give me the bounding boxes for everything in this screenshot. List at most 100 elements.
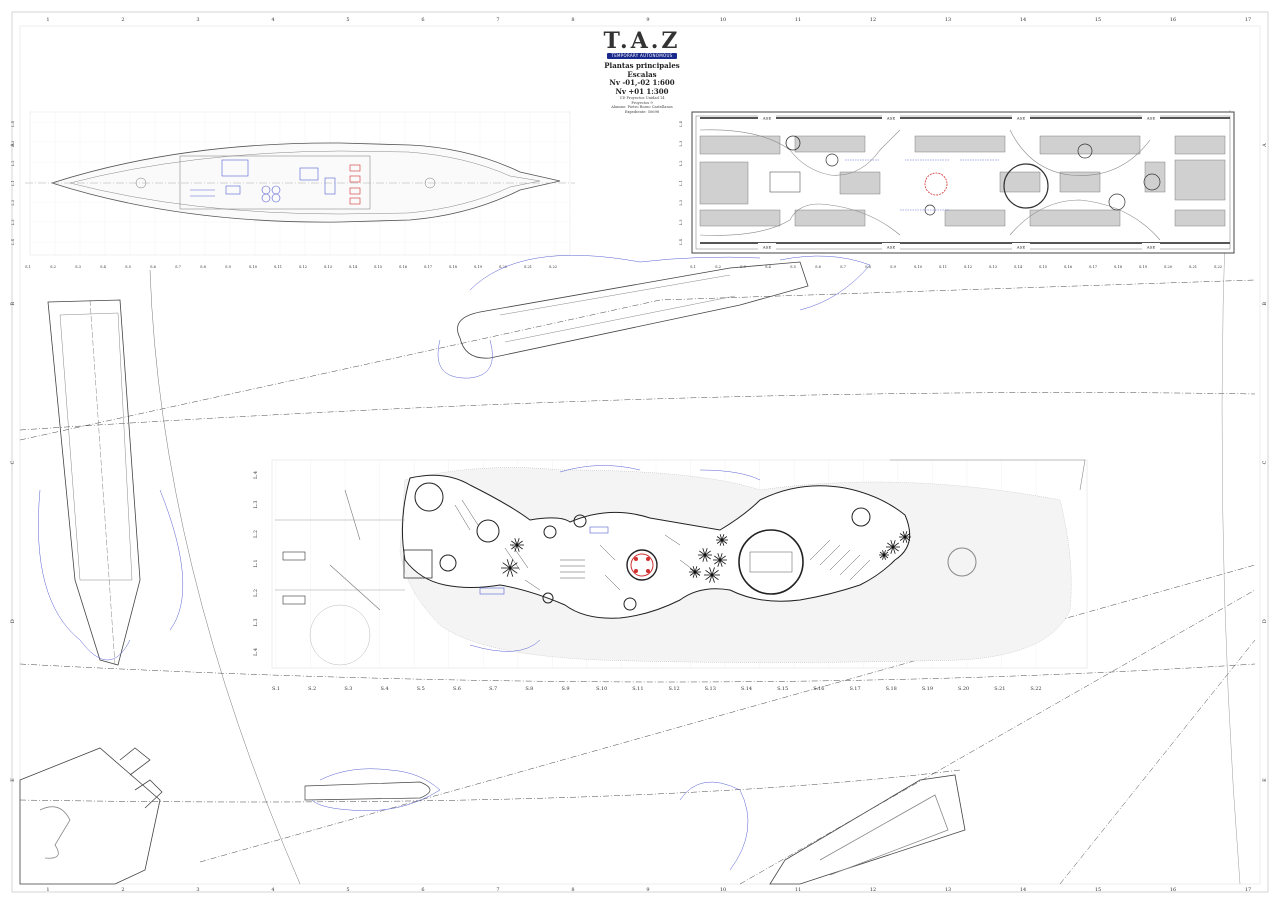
level-label-5: L.3 <box>253 618 259 626</box>
level-labels: L.4L.3L.2L.1L.2L.3L.4 <box>11 120 15 245</box>
grid-row-right-C: C <box>1262 460 1268 464</box>
note-2: Proyectos 9 <box>631 100 653 105</box>
section-label-S-7: S.7 <box>840 265 846 269</box>
deck-block <box>699 161 749 205</box>
deck-tag-1: ASE <box>886 116 896 121</box>
section-label-S-10: S.10 <box>249 265 258 269</box>
grid-col-top-9: 9 <box>646 17 649 23</box>
section-label-S-6: S.6 <box>453 686 461 692</box>
note-3: Alumno: Pietro Russo Castellanos <box>611 105 673 110</box>
bench <box>599 544 616 561</box>
deck-block <box>794 209 866 227</box>
section-label-S-16: S.16 <box>399 265 408 269</box>
deck-block <box>1039 135 1141 155</box>
grid-col-bottom-4: 4 <box>271 887 274 893</box>
deck-tag-6: ASE <box>1016 245 1026 250</box>
level-label-3: L.1 <box>679 180 683 186</box>
bench <box>461 499 479 526</box>
grid-col-top-2: 2 <box>121 17 124 23</box>
grid-col-bottom-13: 13 <box>945 887 951 893</box>
section-label-S-9: S.9 <box>225 265 231 269</box>
level-label-4: L.2 <box>253 589 259 597</box>
deck-block <box>999 171 1041 193</box>
section-label-S-14: S.14 <box>349 265 358 269</box>
grid-col-top-8: 8 <box>571 17 574 23</box>
boat-bottom-center <box>304 768 441 812</box>
level-label-3: L.1 <box>253 559 259 567</box>
grid-col-top-10: 10 <box>720 17 726 23</box>
section-label-S-12: S.12 <box>668 686 679 692</box>
section-label-S-21: S.21 <box>994 686 1005 692</box>
section-label-S-13: S.13 <box>705 686 716 692</box>
hull-bottom-right <box>679 774 966 885</box>
deck-tag-bg <box>882 114 900 121</box>
grid-row-left-A: A <box>10 143 16 148</box>
grid-col-top-1: 1 <box>46 17 49 23</box>
grid-col-bottom-6: 6 <box>421 887 424 893</box>
deck-block <box>1174 159 1226 201</box>
deck-tag-bg <box>758 114 776 121</box>
grid-col-top-5: 5 <box>346 17 349 23</box>
section-label-S-15: S.15 <box>374 265 383 269</box>
deck-tag-bg <box>882 243 900 250</box>
level-label-2: L.2 <box>11 160 15 166</box>
grid-col-bottom-17: 17 <box>1245 887 1251 893</box>
grid-col-bottom-3: 3 <box>196 887 199 893</box>
island-deck-outline <box>401 474 911 619</box>
note-1: UD Proyectos Unidad 14 <box>619 96 665 100</box>
section-label-S-16: S.16 <box>1064 265 1073 269</box>
hull-perspective-upper <box>437 255 871 379</box>
section-label-S-5: S.5 <box>125 265 131 269</box>
palm-icon <box>713 553 727 567</box>
section-label-S-18: S.18 <box>449 265 458 269</box>
section-label-S-18: S.18 <box>886 686 897 692</box>
section-label-S-13: S.13 <box>324 265 333 269</box>
bench <box>839 554 861 576</box>
section-label-S-17: S.17 <box>424 265 433 269</box>
section-label-S-22: S.22 <box>1030 686 1041 692</box>
section-label-S-11: S.11 <box>632 686 643 692</box>
level-label-0: L.4 <box>679 120 683 127</box>
section-label-S-5: S.5 <box>417 686 425 692</box>
grid-col-top-4: 4 <box>271 17 274 23</box>
grid-col-top-6: 6 <box>421 17 424 23</box>
level-label-2: L.2 <box>679 160 683 166</box>
bench <box>504 547 521 571</box>
section-label-S-11: S.11 <box>274 265 282 269</box>
section-label-S-19: S.19 <box>1139 265 1148 269</box>
section-label-S-3: S.3 <box>75 265 81 269</box>
palm-icon <box>689 566 701 578</box>
hull-vertical-left <box>38 299 184 666</box>
level-label-4: L.2 <box>11 200 15 206</box>
section-label-S-7: S.7 <box>489 686 497 692</box>
grid-col-top-13: 13 <box>945 17 951 23</box>
grid-col-top-15: 15 <box>1095 17 1101 23</box>
section-label-S-21: S.21 <box>524 265 532 269</box>
section-label-S-15: S.15 <box>777 686 788 692</box>
grid-col-bottom-2: 2 <box>121 887 124 893</box>
grid-col-bottom-12: 12 <box>870 887 876 893</box>
deck-block <box>1174 209 1226 227</box>
deck-block <box>699 209 781 227</box>
deck-block <box>1174 135 1226 155</box>
bench <box>679 559 701 576</box>
grid-col-bottom-8: 8 <box>571 887 574 893</box>
level-label-2: L.2 <box>253 530 259 538</box>
deck-tag-bg <box>758 243 776 250</box>
bench <box>604 574 621 591</box>
section-label-S-7: S.7 <box>175 265 181 269</box>
deck-block <box>944 209 1006 227</box>
palm-icon <box>879 550 889 560</box>
section-label-S-19: S.19 <box>474 265 483 269</box>
bench <box>511 544 529 569</box>
palm-icon <box>899 531 911 543</box>
grid-col-bottom-16: 16 <box>1170 887 1176 893</box>
palm-icon <box>704 567 720 583</box>
section-label-S-18: S.18 <box>1114 265 1123 269</box>
